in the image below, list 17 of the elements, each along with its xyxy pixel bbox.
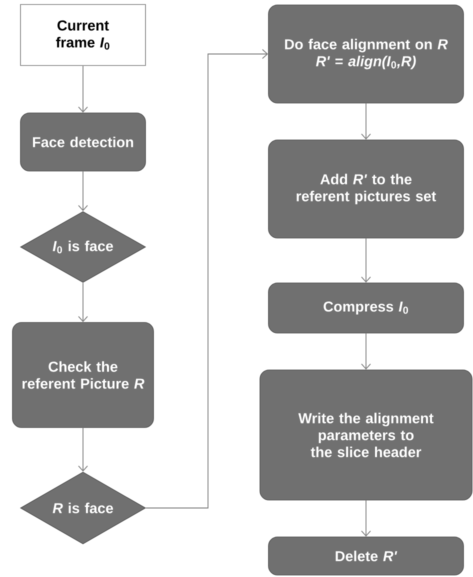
arrow — [78, 65, 88, 113]
arrow — [78, 282, 88, 322]
arrow — [361, 332, 371, 370]
process-box: Face detection — [20, 112, 146, 172]
arrow — [78, 427, 88, 472]
arrow — [361, 500, 371, 537]
process-box: Compress I$_{0}$ — [268, 282, 464, 334]
process-box: Delete R' — [268, 536, 464, 576]
process-box: Do face alignment on R R' = align(I$_{0}$,R) — [268, 4, 464, 104]
start-box: Current frame I$_{0}$ — [20, 4, 146, 66]
process-box: Check the referent Picture R — [12, 322, 154, 428]
process-box: Add R' to the referent pictures set — [268, 140, 464, 238]
arrow — [361, 102, 371, 140]
arrow — [361, 238, 371, 283]
arrow — [78, 170, 88, 212]
process-box: Write the alignment parameters to the slice header — [260, 370, 472, 500]
arrow — [145, 49, 268, 508]
